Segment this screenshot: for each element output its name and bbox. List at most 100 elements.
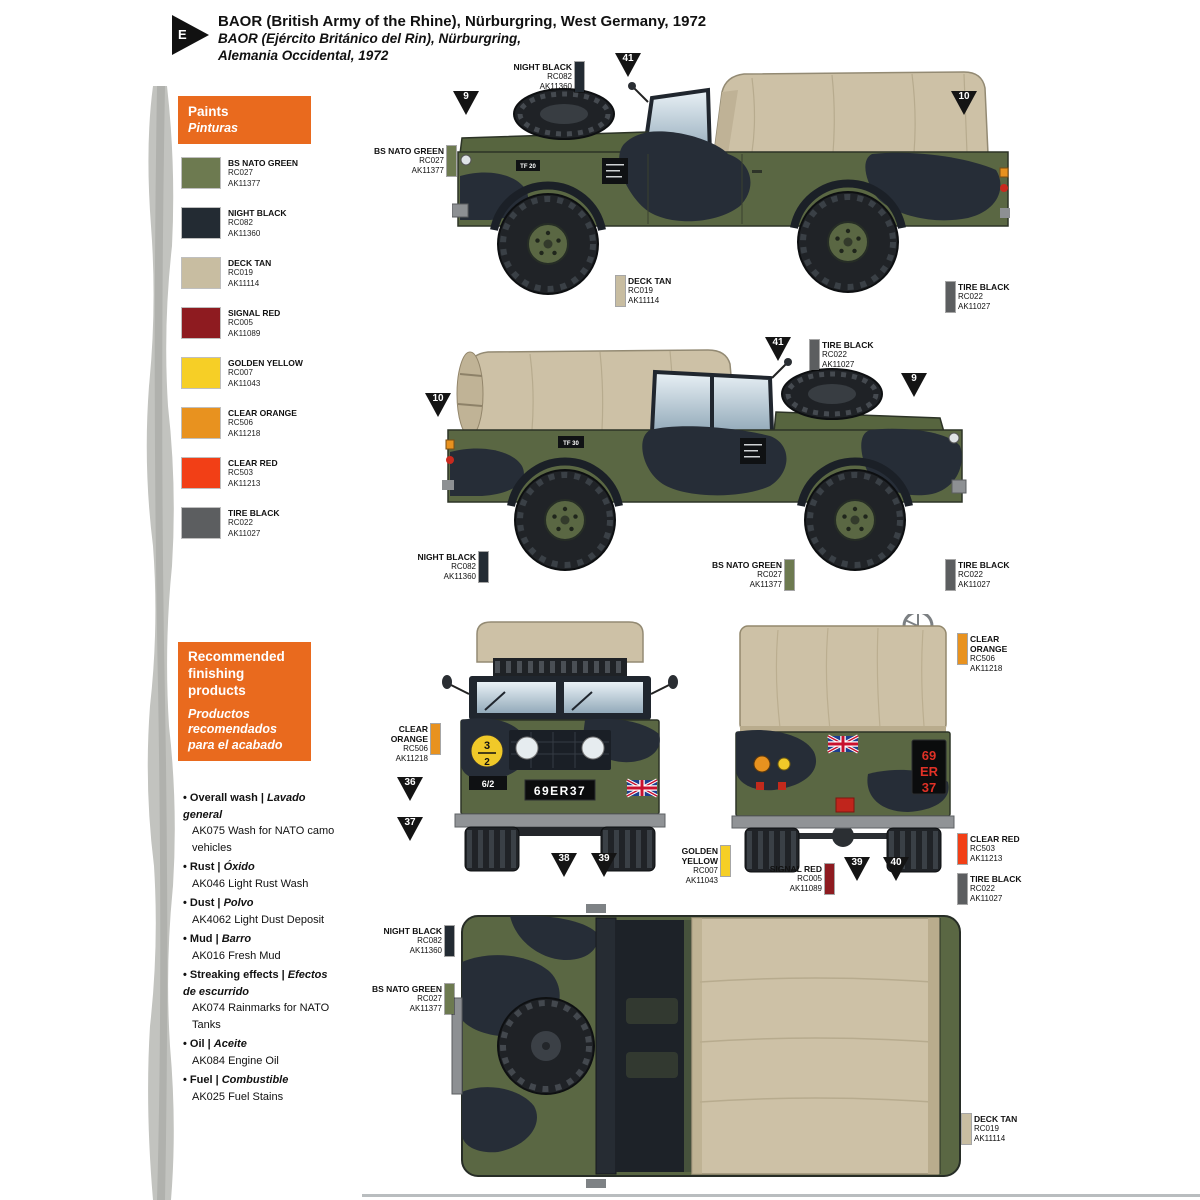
spare-tire-band bbox=[493, 658, 627, 676]
mirror bbox=[442, 675, 452, 689]
mirror bbox=[586, 1179, 606, 1188]
paint-swatch bbox=[444, 983, 455, 1015]
triangle-marker-icon bbox=[615, 53, 641, 77]
paint-swatch bbox=[478, 551, 489, 583]
paint-item: NIGHT BLACK RC082 AK11360 bbox=[181, 207, 287, 239]
finishing-item: Streaking effects | Efectos de escurrido… bbox=[183, 967, 341, 1033]
paint-item: DECK TAN RC019 AK11114 bbox=[181, 257, 271, 289]
spare-tire bbox=[514, 89, 614, 139]
rear-light-yellow bbox=[777, 757, 791, 771]
triangle-marker-icon bbox=[883, 857, 909, 881]
stencil-text: TF 20 bbox=[520, 164, 536, 170]
union-jack-icon bbox=[627, 780, 657, 796]
windshield-pane bbox=[564, 682, 643, 713]
paint-swatch bbox=[181, 207, 221, 239]
front-bumper bbox=[951, 479, 967, 494]
front-view: 3 2 6/2 69ER37 bbox=[442, 621, 678, 874]
headlight bbox=[581, 736, 605, 760]
rear-view: 69 ER 37 bbox=[718, 614, 968, 874]
paint-swatch bbox=[181, 257, 221, 289]
front-wheel bbox=[801, 461, 909, 570]
step-marker-9: 9 bbox=[452, 90, 480, 116]
mirror bbox=[586, 904, 606, 913]
paint-code-ak: AK11377 bbox=[228, 178, 261, 188]
canvas-roof bbox=[476, 621, 644, 663]
cab-interior bbox=[616, 920, 690, 1172]
rear-reflector bbox=[778, 782, 786, 790]
mirror bbox=[784, 358, 792, 366]
rear-wheel bbox=[511, 461, 619, 570]
front-bumper-top bbox=[451, 997, 463, 1095]
rear-bumper bbox=[731, 815, 955, 829]
camo-patch bbox=[460, 172, 529, 220]
headlight bbox=[948, 432, 960, 444]
svg-text:ER: ER bbox=[920, 764, 939, 779]
svg-text:2: 2 bbox=[484, 757, 490, 768]
step-marker-38: 38 bbox=[550, 852, 578, 878]
paint-swatch bbox=[430, 723, 441, 755]
paints-panel-header: Paints Pinturas bbox=[178, 96, 311, 144]
camo-patch bbox=[450, 448, 524, 496]
paint-swatch bbox=[720, 845, 731, 877]
paint-swatch bbox=[957, 833, 968, 865]
triangle-marker-icon bbox=[425, 393, 451, 417]
step-marker-37: 37 bbox=[396, 816, 424, 842]
title-english: BAOR (British Army of the Rhine), Nürbur… bbox=[218, 13, 707, 30]
rear-reflector bbox=[756, 782, 764, 790]
camo-patch bbox=[865, 152, 1001, 221]
finishing-panel-header: Recommended finishing products Productos… bbox=[178, 642, 311, 761]
spare-tire bbox=[782, 369, 882, 419]
top-view bbox=[451, 904, 961, 1188]
camo-patch bbox=[462, 1087, 537, 1153]
rear-wheel bbox=[794, 183, 902, 292]
unit-marking: 6/2 bbox=[482, 779, 495, 789]
triangle-marker-icon bbox=[844, 857, 870, 881]
front-wheel bbox=[494, 185, 602, 294]
title-spanish: BAOR (Ejército Británico del Rin), Nürbu… bbox=[218, 31, 638, 65]
windshield-pane bbox=[477, 682, 556, 713]
door-handle bbox=[752, 170, 762, 173]
paint-swatch bbox=[615, 275, 626, 307]
step-marker-41: 41 bbox=[614, 52, 642, 78]
roll-bar bbox=[684, 920, 692, 1172]
step-marker-41: 41 bbox=[764, 336, 792, 362]
page-bottom-rule bbox=[362, 1194, 1200, 1197]
paint-swatch bbox=[784, 559, 795, 591]
tail-reflector bbox=[1000, 184, 1008, 192]
finishing-item: Overall wash | Lavado general AK075 Wash… bbox=[183, 790, 341, 856]
paint-swatch bbox=[181, 357, 221, 389]
front-bumper bbox=[454, 813, 666, 828]
windshield-top bbox=[595, 917, 617, 1175]
step-marker-10: 10 bbox=[950, 90, 978, 116]
mirror bbox=[668, 675, 678, 689]
step-marker-39: 39 bbox=[590, 852, 618, 878]
triangle-marker-icon bbox=[591, 853, 617, 877]
canvas-rear bbox=[739, 625, 947, 733]
triangle-marker-icon bbox=[397, 777, 423, 801]
differential bbox=[832, 825, 854, 847]
finishing-list: Overall wash | Lavado general AK075 Wash… bbox=[183, 790, 341, 1108]
paint-item: CLEAR ORANGE RC506 AK11218 bbox=[181, 407, 297, 439]
paints-title-en: Paints bbox=[188, 104, 229, 119]
scheme-marker: E bbox=[172, 13, 210, 57]
step-marker-36: 36 bbox=[396, 776, 424, 802]
triangle-marker-icon bbox=[453, 91, 479, 115]
rear-license-plate bbox=[911, 739, 947, 795]
stencil-plate bbox=[558, 436, 584, 448]
title-spanish-line1: BAOR (Ejército Británico del Rin), Nürbu… bbox=[218, 31, 522, 46]
paint-swatch bbox=[181, 307, 221, 339]
front-left-wheel bbox=[465, 827, 519, 871]
paint-swatch bbox=[181, 157, 221, 189]
canvas-top bbox=[713, 71, 989, 155]
